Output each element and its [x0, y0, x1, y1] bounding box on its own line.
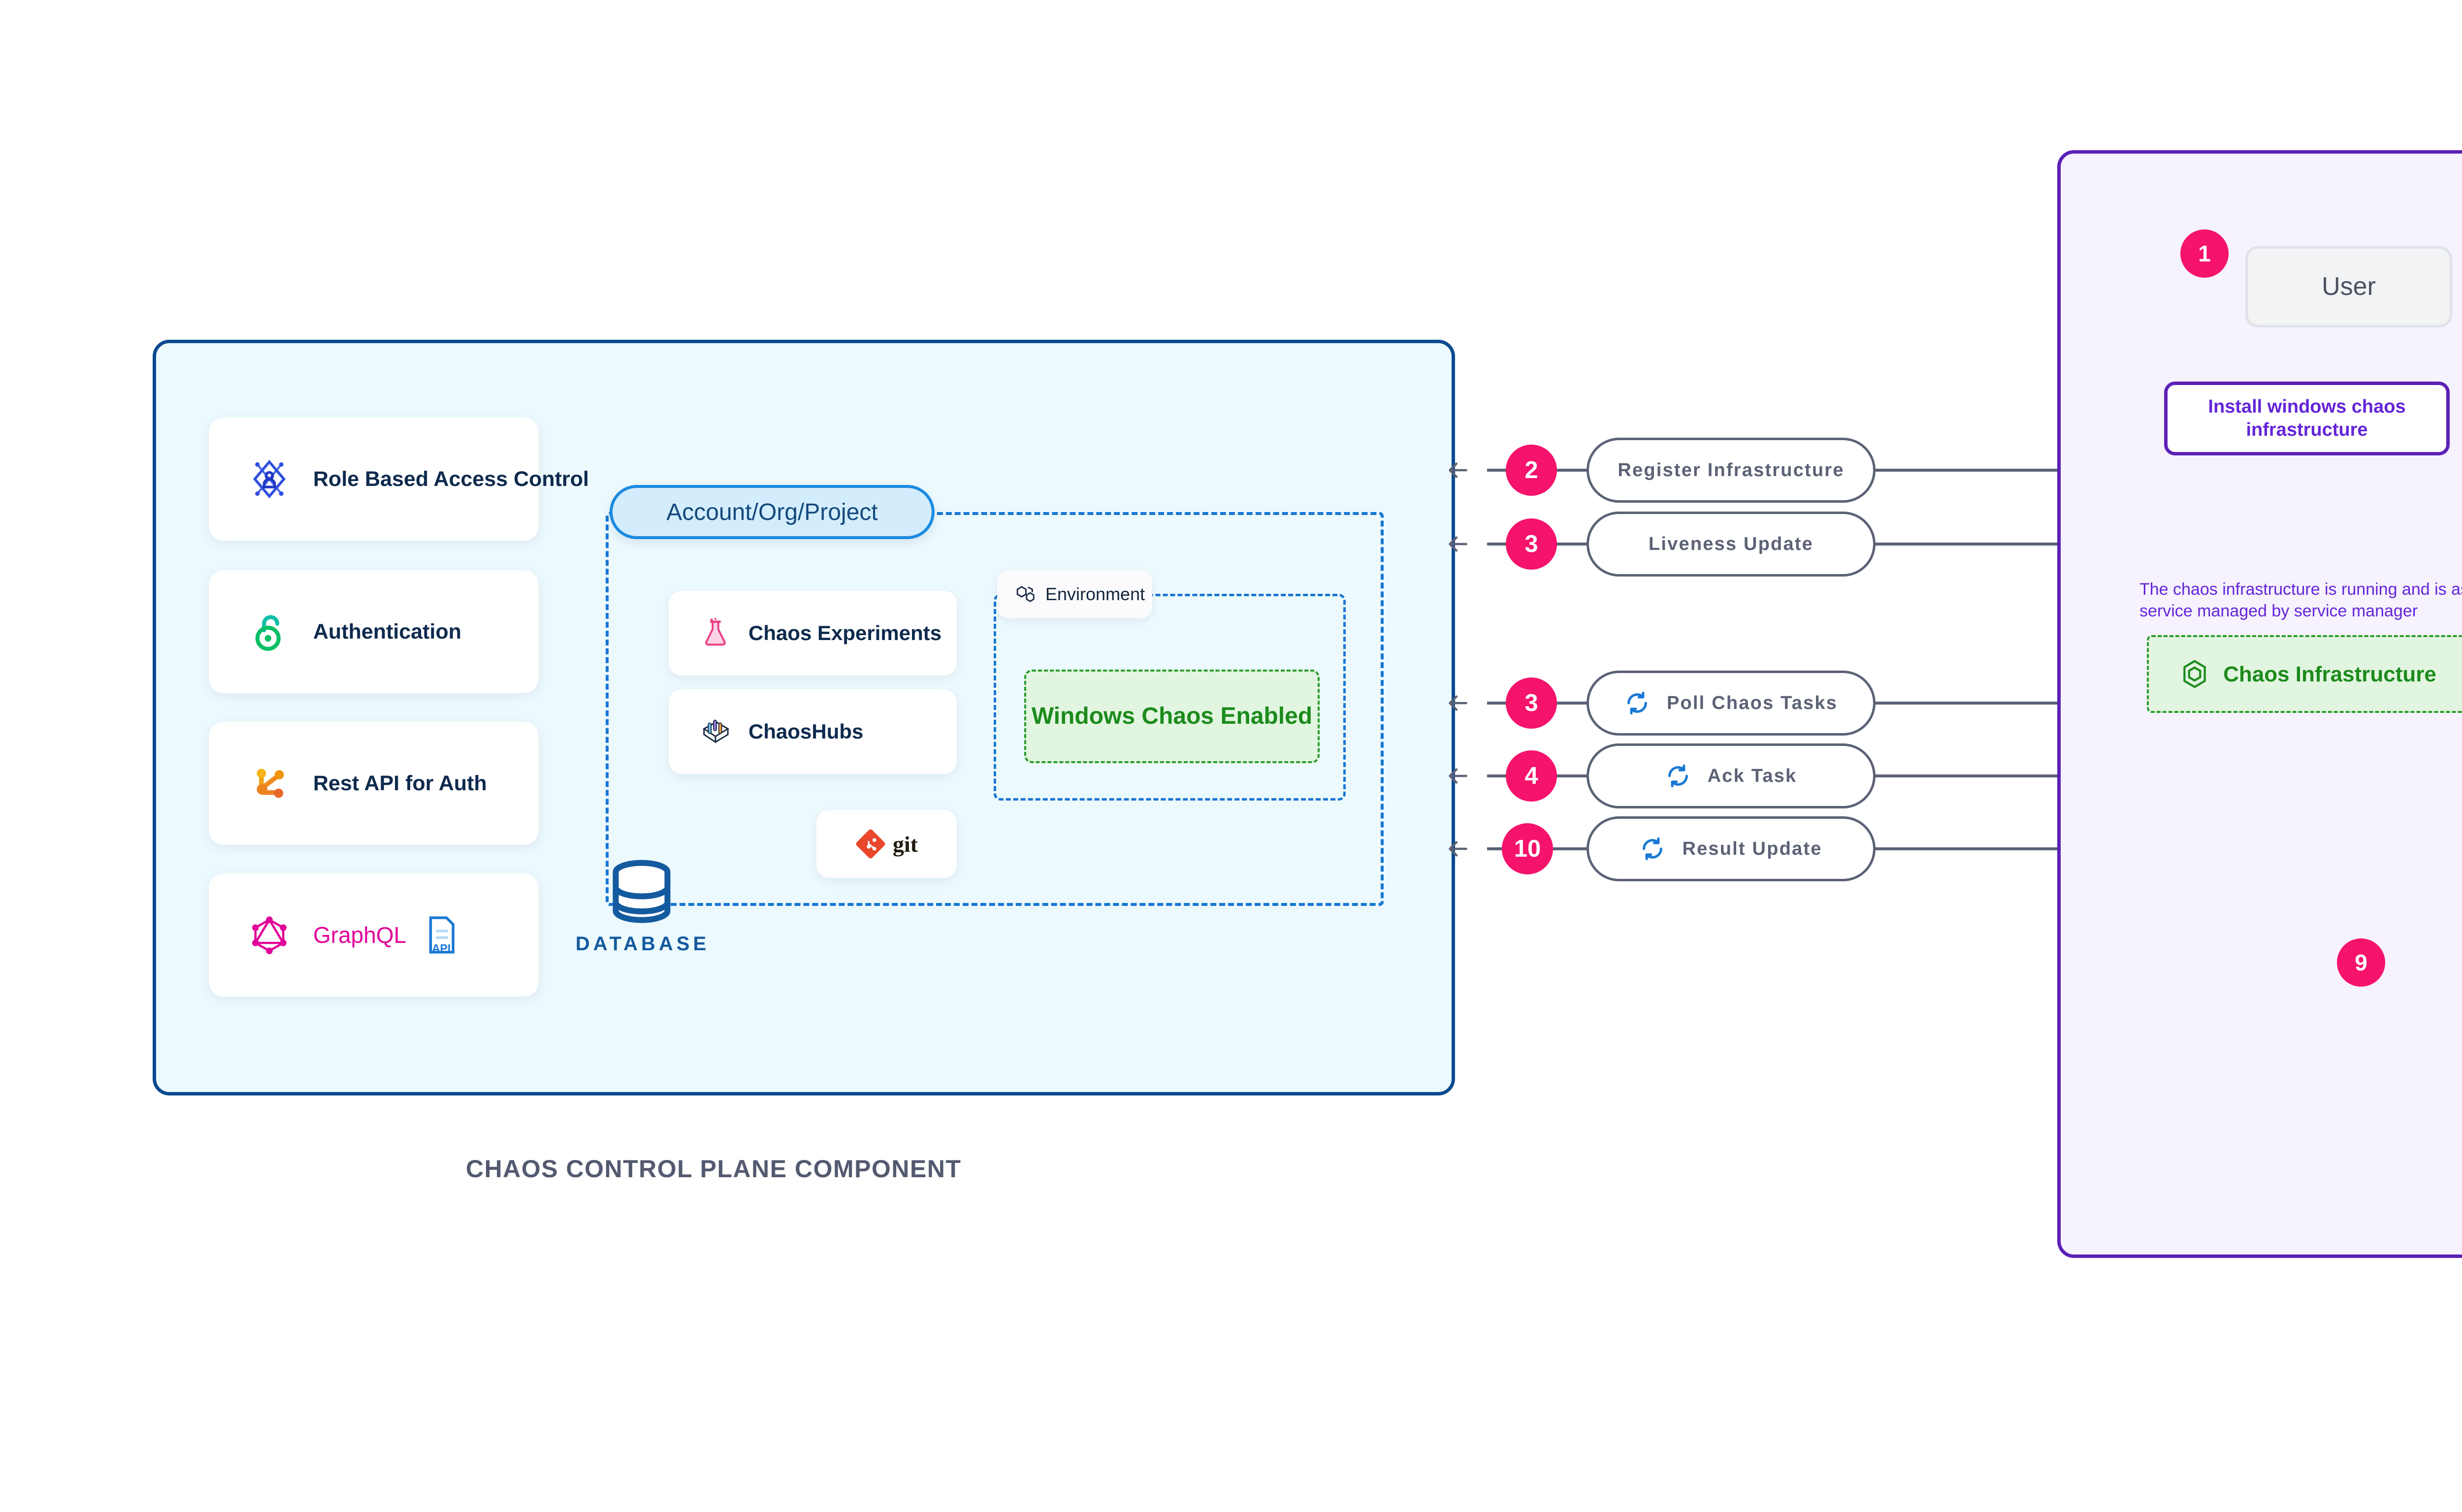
connector-line — [1876, 847, 2063, 850]
sync-icon — [1668, 764, 1688, 788]
connector-label: Register Infrastructure — [1618, 459, 1845, 481]
connector-label: Poll Chaos Tasks — [1666, 692, 1838, 713]
database-label: DATABASE — [575, 933, 710, 955]
card-label: git — [892, 831, 918, 857]
node-user[interactable]: User — [2245, 246, 2452, 327]
database-icon — [613, 860, 671, 923]
account-org-project-group — [606, 512, 1384, 906]
feature-label: Role Based Access Control — [313, 467, 589, 491]
environment-pill[interactable]: Environment — [997, 570, 1152, 618]
control-plane-caption: CHAOS CONTROL PLANE COMPONENT — [466, 1155, 962, 1183]
step-badge-2: 2 — [1506, 445, 1557, 496]
arrow-left-icon — [1449, 695, 1467, 711]
card-chaos-experiments[interactable]: Chaos Experiments — [669, 591, 957, 676]
node-chaos-infrastructure[interactable]: Chaos Infrastructure — [2147, 635, 2462, 713]
connector-line — [1876, 543, 2063, 546]
node-install-windows-chaos-infrastructure[interactable]: Install windows chaos infrastructure — [2164, 382, 2450, 455]
node-label: Chaos Infrastructure — [2223, 662, 2436, 686]
graphql-icon — [252, 916, 287, 954]
feature-label: Authentication — [313, 619, 461, 643]
hexagon-cluster-icon — [1016, 586, 1035, 603]
connector-ack-task[interactable]: Ack Task — [1587, 743, 1876, 808]
feature-card-rest-api[interactable]: Rest API for Auth — [209, 722, 539, 845]
connector-line — [1876, 774, 2063, 777]
step-badge-10: 10 — [1502, 823, 1553, 874]
svg-text:API: API — [432, 942, 451, 955]
connector-line — [1876, 702, 2063, 705]
flask-icon — [705, 618, 726, 646]
sync-icon — [1627, 691, 1647, 715]
card-git[interactable]: git — [816, 810, 957, 878]
windows-chaos-enabled-badge: Windows Chaos Enabled — [1024, 670, 1320, 763]
connector-register-infrastructure[interactable]: Register Infrastructure — [1587, 438, 1876, 503]
environment-label: Environment — [1045, 584, 1145, 604]
connector-label: Ack Task — [1707, 765, 1797, 786]
card-chaoshubs[interactable]: ChaosHubs — [669, 689, 957, 774]
feature-card-authentication[interactable]: Authentication — [209, 570, 539, 693]
card-label: Chaos Experiments — [748, 621, 942, 644]
arrow-left-icon — [1449, 536, 1467, 552]
connector-poll-chaos-tasks[interactable]: Poll Chaos Tasks — [1587, 671, 1876, 736]
step-badge-9: 9 — [2337, 938, 2385, 987]
rbac-icon — [253, 459, 286, 499]
card-label: ChaosHubs — [748, 720, 864, 743]
lock-icon — [255, 615, 281, 651]
feature-label: Rest API for Auth — [313, 771, 487, 795]
annotation-infrastructure-note: The chaos infrastructure is running and … — [2139, 580, 2462, 621]
step-badge-3b: 3 — [1506, 677, 1557, 729]
environment-group — [994, 594, 1346, 801]
feature-card-rbac[interactable]: Role Based Access Control — [209, 418, 589, 541]
api-document-icon: API — [429, 916, 455, 955]
step-badge-3a: 3 — [1506, 518, 1557, 570]
feature-label: GraphQL — [313, 922, 407, 948]
sync-icon — [1643, 837, 1663, 861]
arrow-left-icon — [1449, 841, 1467, 857]
hexagon-icon — [2183, 660, 2206, 688]
feature-card-graphql[interactable]: GraphQL API — [209, 873, 539, 997]
arrow-left-icon — [1449, 462, 1467, 478]
connector-label: Liveness Update — [1649, 533, 1814, 554]
git-icon — [856, 829, 885, 859]
connector-liveness-update[interactable]: Liveness Update — [1587, 512, 1876, 577]
rest-api-icon — [257, 769, 284, 798]
account-org-project-pill[interactable]: Account/Org/Project — [610, 485, 935, 539]
connector-label: Result Update — [1682, 838, 1822, 859]
test-tube-rack-icon — [702, 719, 730, 744]
arrow-left-icon — [1449, 768, 1467, 784]
connector-result-update[interactable]: Result Update — [1587, 816, 1876, 881]
connector-line — [1876, 469, 2063, 472]
step-badge-1: 1 — [2180, 229, 2229, 278]
step-badge-4: 4 — [1506, 750, 1557, 802]
